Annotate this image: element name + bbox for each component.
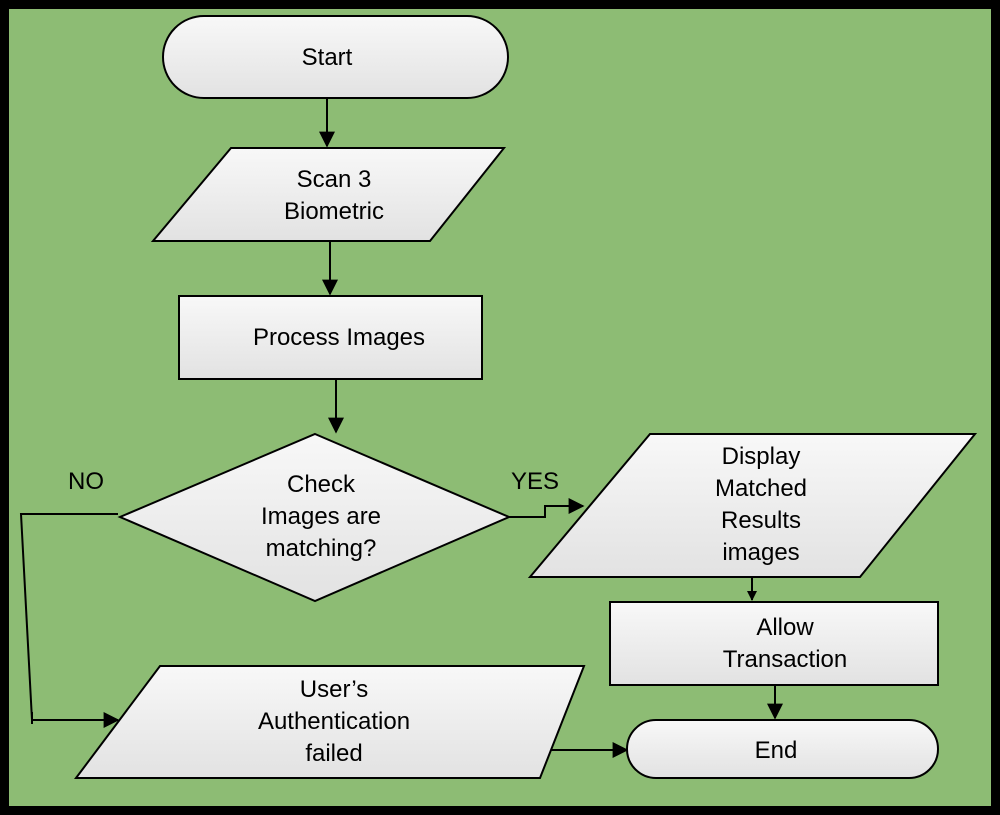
check-matching-decision [117, 432, 512, 603]
yes-branch-label: YES [511, 468, 559, 495]
failed-label-line-3: failed [305, 740, 362, 767]
process-images-label: Process Images [253, 324, 425, 351]
display-label-line-3: Results [721, 507, 801, 534]
auth-failed-output [74, 665, 586, 779]
display-label-line-2: Matched [715, 475, 807, 502]
check-label-line-2: Images are [261, 503, 381, 530]
scan-biometric-input [150, 147, 507, 242]
scan-biometric-label: Scan 3 Biometric [284, 166, 384, 225]
allow-label-line-1: Allow [756, 614, 814, 641]
failed-label-line-2: Authentication [258, 708, 410, 735]
arrow-yes-to-display [508, 498, 585, 518]
failed-label-line-1: User’s [300, 676, 368, 703]
end-terminal [626, 719, 939, 779]
check-label-line-3: matching? [266, 535, 377, 562]
check-label-line-1: Check [287, 471, 356, 498]
start-label-line-1: Start [302, 44, 353, 71]
allow-label-line-2: Transaction [723, 646, 848, 673]
allow-transaction-box [609, 601, 939, 686]
arrow-no-to-failed [19, 513, 120, 728]
start-terminal [162, 15, 509, 99]
display-label-line-1: Display [722, 443, 801, 470]
process-label-line-1: Process Images [253, 324, 425, 351]
end-label-line-1: End [755, 737, 798, 764]
display-results-output [527, 433, 978, 578]
scan-label-line-2: Biometric [284, 198, 384, 225]
display-label-line-4: images [722, 539, 799, 566]
no-branch-label: NO [68, 468, 104, 495]
process-images-box [178, 295, 483, 380]
scan-label-line-1: Scan 3 [297, 166, 372, 193]
end-label: End [755, 737, 798, 764]
start-label: Start [302, 44, 353, 71]
